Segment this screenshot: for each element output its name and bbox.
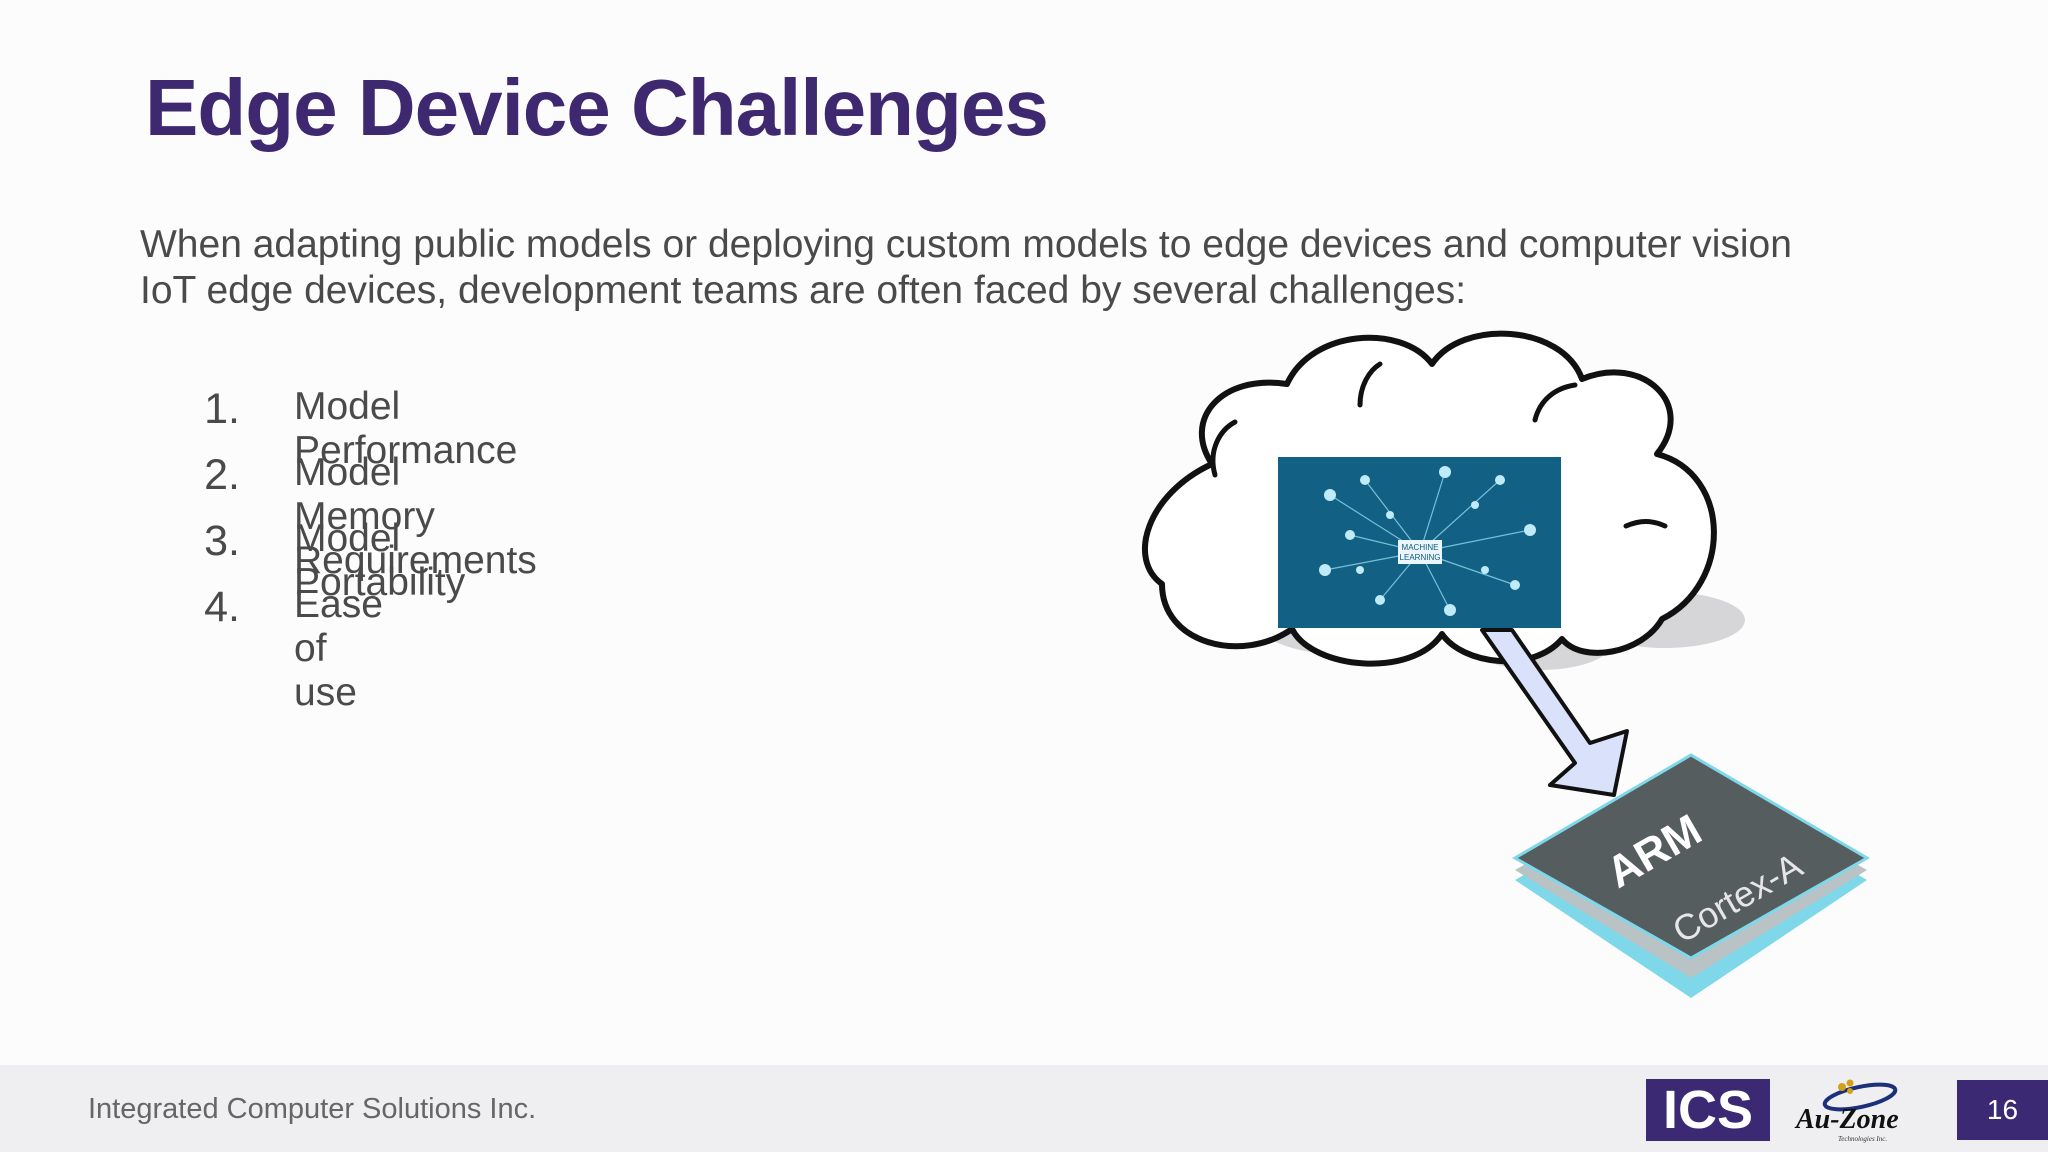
intro-paragraph: When adapting public models or deploying… — [140, 222, 1900, 314]
cloud-curls — [1210, 361, 1668, 529]
machine-learning-panel: MACHINE LEARNING — [1278, 457, 1561, 628]
slide-title: Edge Device Challenges — [145, 63, 1049, 152]
ml-label-1: MACHINE — [1402, 543, 1439, 552]
list-number: 1. — [204, 385, 240, 433]
auzone-logo: Au-Zone Technologies Inc. — [1794, 1079, 1899, 1143]
company-name: Integrated Computer Solutions Inc. — [88, 1093, 537, 1125]
ics-logo: ICS — [1646, 1079, 1770, 1141]
list-text: Model Portability — [294, 517, 466, 604]
list-number: 3. — [204, 517, 240, 565]
list-number: 4. — [204, 583, 240, 631]
slide-footer: Integrated Computer Solutions Inc. ICS A… — [0, 1065, 2048, 1152]
list-text: Model Performance — [294, 385, 518, 472]
down-arrow-icon — [1480, 628, 1629, 797]
list-text: Ease of use — [294, 583, 383, 714]
page-number: 16 — [1957, 1080, 2048, 1140]
auzone-logo-text: Au-Zone — [1794, 1104, 1899, 1135]
cloud-to-chip-illustration: MACHINE LEARNING ARM Cortex-A — [1142, 330, 1871, 998]
auzone-logo-subtext: Technologies Inc. — [1838, 1135, 1887, 1143]
intro-line-2: IoT edge devices, development teams are … — [140, 269, 1467, 312]
ml-label-2: LEARNING — [1400, 553, 1441, 562]
intro-line-1: When adapting public models or deploying… — [140, 223, 1792, 266]
list-text: Model Memory Requirements — [294, 451, 537, 582]
arm-chip: ARM Cortex-A — [1511, 753, 1871, 998]
list-number: 2. — [204, 451, 240, 499]
